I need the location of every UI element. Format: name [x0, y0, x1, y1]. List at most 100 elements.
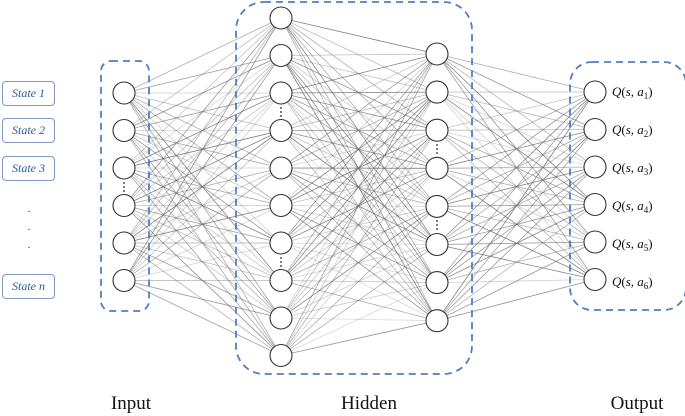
- connection-edge: [436, 53, 596, 168]
- hidden-layer-group: [235, 1, 473, 375]
- connection-edge: [123, 167, 282, 244]
- hidden-node-layer1: [269, 6, 293, 30]
- hidden-node-layer1: [269, 118, 293, 143]
- output-node: [583, 80, 607, 104]
- input-node: [112, 268, 136, 293]
- connection-edge: [436, 279, 596, 322]
- input-layer-title: Input: [110, 393, 152, 414]
- hidden-node-layer2: [425, 309, 449, 333]
- connection-edge: [436, 241, 596, 322]
- connection-edge: [436, 53, 596, 280]
- state-label-box: State 3: [2, 156, 55, 181]
- connection-edge: [280, 206, 438, 356]
- connection-edge: [280, 92, 438, 321]
- state-label: State n: [12, 279, 45, 293]
- input-layer-group: [100, 60, 150, 312]
- connection-edge: [280, 17, 438, 93]
- hidden-node-layer1: [269, 343, 293, 368]
- hidden-node-layer2: [425, 42, 449, 66]
- connection-edge: [280, 167, 438, 207]
- connection-edge: [123, 205, 282, 281]
- hidden-node-layer2: [425, 118, 449, 142]
- connection-edge: [123, 17, 282, 94]
- connection-edge: [123, 17, 282, 131]
- state-ellipsis-dot: ·: [27, 243, 31, 254]
- input-node: [112, 193, 136, 218]
- connection-edge: [280, 53, 438, 56]
- connection-edge: [280, 53, 438, 281]
- connection-edge: [436, 91, 596, 283]
- hidden-ellipsis-dot: [280, 115, 282, 117]
- connection-edge: [280, 17, 438, 207]
- connection-edge: [123, 17, 282, 281]
- layer-ellipsis-dots: [123, 107, 438, 267]
- connection-edge: [436, 53, 596, 93]
- connection-edge: [280, 167, 438, 281]
- connection-edge: [280, 92, 438, 245]
- connection-edge: [123, 92, 282, 281]
- connection-edge: [436, 166, 596, 321]
- input-node: [112, 231, 136, 255]
- hidden-node-layer1: [269, 193, 293, 218]
- connection-edge: [280, 244, 438, 356]
- q-value-label: Q(s, a5): [612, 236, 653, 253]
- connection-edge: [280, 205, 438, 322]
- connection-edge: [436, 204, 596, 322]
- hidden-node-layer1: [269, 43, 293, 68]
- connection-edge: [280, 320, 438, 356]
- output-node: [583, 117, 607, 142]
- connection-edge: [280, 53, 438, 131]
- connection-edge: [280, 53, 438, 94]
- hidden-node-layer1: [269, 156, 293, 180]
- hidden-ellipsis-dot: [436, 152, 438, 154]
- output-node: [583, 230, 607, 254]
- hidden-ellipsis-dot: [280, 107, 282, 109]
- connection-edge: [280, 317, 438, 322]
- q-value-label: Q(s, a4): [612, 198, 653, 215]
- output-layer-title: Output: [610, 393, 664, 414]
- connection-edge: [280, 280, 438, 322]
- hidden-ellipsis-dot: [280, 257, 282, 259]
- state-label-box: State n: [2, 274, 55, 299]
- output-node: [583, 155, 607, 179]
- connection-edge: [436, 91, 596, 245]
- connection-edge: [123, 17, 282, 244]
- connection-edge: [123, 55, 282, 131]
- hidden-ellipsis-dot: [436, 148, 438, 150]
- output-node: [583, 267, 607, 292]
- connection-edge: [280, 130, 438, 169]
- connection-edge: [123, 242, 282, 281]
- connection-edge: [123, 130, 282, 244]
- connection-edge: [280, 168, 438, 356]
- state-label: State 1: [12, 86, 45, 100]
- state-label: State 3: [12, 161, 45, 175]
- connection-edge: [123, 17, 282, 169]
- connection-edge: [280, 91, 438, 356]
- connection-edge: [280, 206, 438, 319]
- connection-edge: [280, 280, 438, 283]
- input-ellipsis-dot: [123, 190, 125, 192]
- hidden-node-layer2: [425, 194, 449, 218]
- input-ellipsis-dot: [123, 182, 125, 184]
- connection-edge: [123, 92, 282, 169]
- connection-edge: [436, 91, 596, 205]
- connection-edge: [280, 53, 438, 356]
- hidden-node-layer1: [269, 81, 293, 105]
- connection-edge: [280, 129, 438, 356]
- connection-edge: [280, 17, 438, 55]
- connection-edge: [123, 242, 282, 281]
- input-node: [112, 81, 136, 105]
- hidden-ellipsis-dot: [280, 111, 282, 113]
- connection-edge: [280, 91, 438, 281]
- q-value-label: Q(s, a6): [612, 274, 653, 291]
- connection-edge: [280, 168, 438, 319]
- output-layer-group: [569, 61, 685, 311]
- connection-edge: [123, 130, 282, 281]
- q-value-label: Q(s, a2): [612, 122, 653, 139]
- q-value-label: Q(s, a3): [612, 160, 653, 177]
- connection-edge: [280, 206, 438, 281]
- hidden-ellipsis-dot: [436, 144, 438, 146]
- connection-edge: [123, 280, 282, 356]
- connection-edge: [123, 280, 282, 319]
